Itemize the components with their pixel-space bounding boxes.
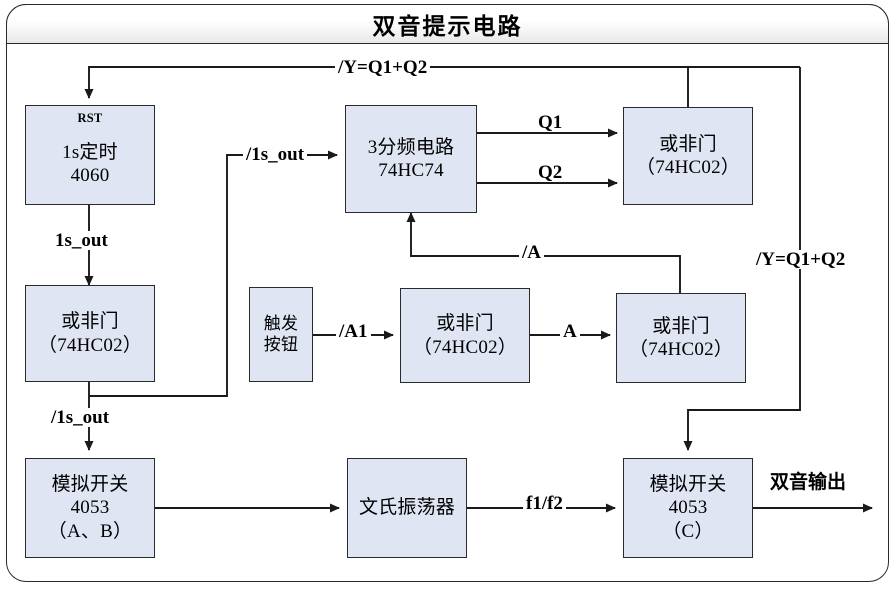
edge-label-f1-f2: f1/f2	[523, 494, 566, 513]
node-switch-c-line-3: （C）	[662, 520, 714, 542]
node-nor-top-line-2: （74HC02）	[636, 157, 740, 178]
node-switch-ab[interactable]: 模拟开关 4053 （A、B）	[25, 458, 155, 558]
edge-label-feedback-right: /Y=Q1+Q2	[753, 250, 849, 269]
node-timer-line-2: 4060	[70, 165, 110, 186]
node-timer-rst-label: RST	[77, 111, 103, 125]
node-divider-line-2: 74HC74	[378, 160, 444, 181]
node-nor-3-line-2: （74HC02）	[629, 339, 733, 360]
node-trigger-button[interactable]: 触发 按钮	[249, 287, 313, 382]
node-nor-2-line-2: （74HC02）	[413, 336, 517, 358]
node-switch-ab-line-1: 模拟开关	[51, 474, 129, 496]
node-switch-ab-line-3: （A、B）	[47, 520, 133, 542]
node-nor-2[interactable]: 或非门 （74HC02）	[400, 288, 530, 383]
node-switch-c-line-1: 模拟开关	[649, 474, 727, 496]
edge-label-feedback-top: /Y=Q1+Q2	[335, 58, 431, 77]
node-timer[interactable]: RST 1s定时 4060	[25, 105, 155, 205]
node-nor-top[interactable]: 或非门 （74HC02）	[623, 107, 753, 205]
node-divider[interactable]: 3分频电路 74HC74	[345, 105, 477, 213]
node-switch-c[interactable]: 模拟开关 4053 （C）	[623, 458, 753, 558]
node-divider-line-1: 3分频电路	[367, 136, 455, 158]
edge-label-a: A	[560, 322, 580, 341]
node-nor-3-line-1: 或非门	[652, 315, 710, 337]
edge-label-q1: Q1	[535, 113, 566, 132]
node-trigger-button-line-1: 触发	[263, 313, 299, 333]
node-nor-3[interactable]: 或非门 （74HC02）	[616, 293, 746, 383]
node-nor-2-line-1: 或非门	[436, 313, 494, 335]
edge-label-output: 双音输出	[767, 473, 850, 492]
edge-label-not-1s-out-left: /1s_out	[48, 408, 113, 427]
node-nor-1-line-2: （74HC02）	[38, 334, 142, 356]
node-oscillator[interactable]: 文氏振荡器	[347, 458, 467, 558]
edge-label-q2: Q2	[535, 163, 566, 182]
node-nor-top-line-1: 或非门	[659, 133, 717, 155]
node-oscillator-line-1: 文氏振荡器	[358, 497, 455, 519]
edge-label-not-a1: /A1	[336, 322, 371, 341]
edge-label-not-a: /A	[519, 243, 544, 262]
node-switch-ab-line-2: 4053	[70, 497, 110, 519]
edge-label-not-1s-out-right: /1s_out	[243, 145, 308, 164]
diagram-title: 双音提示电路	[6, 4, 889, 44]
node-nor-1-line-1: 或非门	[61, 311, 119, 333]
node-timer-line-1: 1s定时	[62, 141, 118, 163]
edge-label-1s-out: 1s_out	[52, 231, 111, 250]
node-switch-c-line-2: 4053	[668, 497, 708, 519]
node-nor-1[interactable]: 或非门 （74HC02）	[25, 285, 155, 382]
node-trigger-button-line-2: 按钮	[263, 334, 299, 354]
